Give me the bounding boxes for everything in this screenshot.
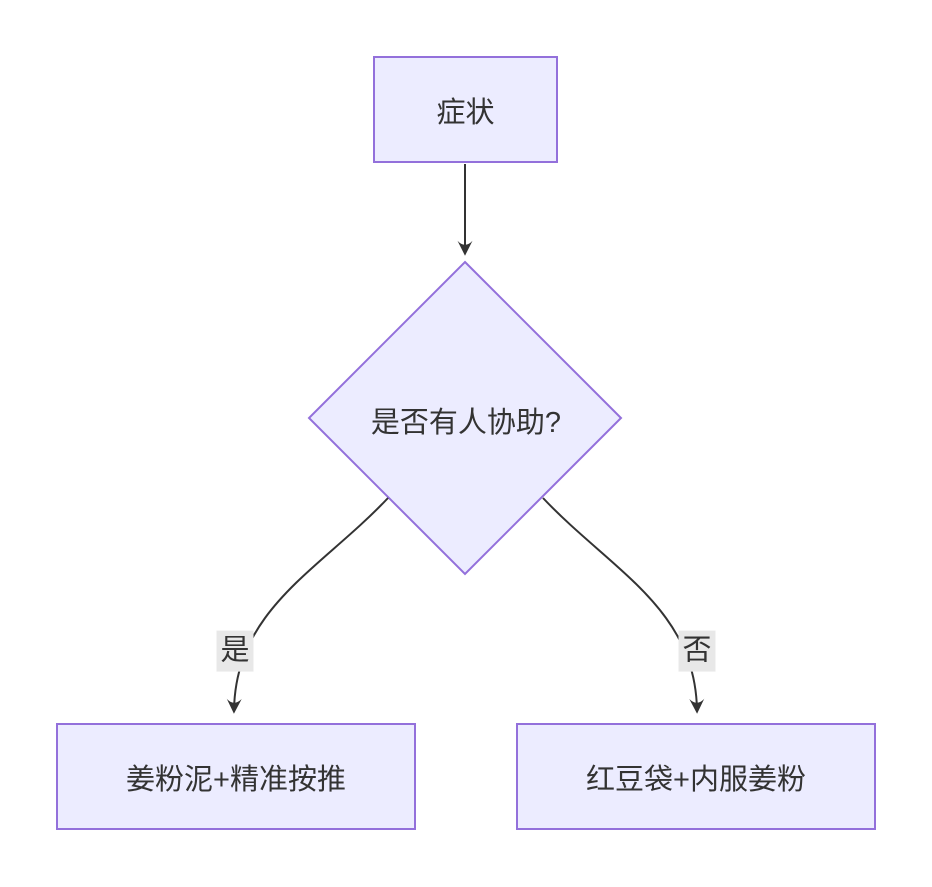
- node-result-yes-label: 姜粉泥+精准按推: [126, 763, 346, 796]
- node-result-yes: 姜粉泥+精准按推: [56, 723, 416, 830]
- node-start: 症状: [373, 56, 558, 163]
- edge-decision-yes: [226, 497, 389, 714]
- node-result-no-label: 红豆袋+内服姜粉: [586, 763, 806, 796]
- node-result-no: 红豆袋+内服姜粉: [516, 723, 876, 830]
- edge-label-no: 否: [678, 630, 716, 672]
- edge-decision-no: [542, 497, 705, 714]
- node-start-label: 症状: [436, 96, 495, 129]
- edge-label-yes: 是: [216, 630, 254, 672]
- node-decision-label: 是否有人协助?: [370, 407, 562, 439]
- decision-diamond-shape: [307, 260, 623, 576]
